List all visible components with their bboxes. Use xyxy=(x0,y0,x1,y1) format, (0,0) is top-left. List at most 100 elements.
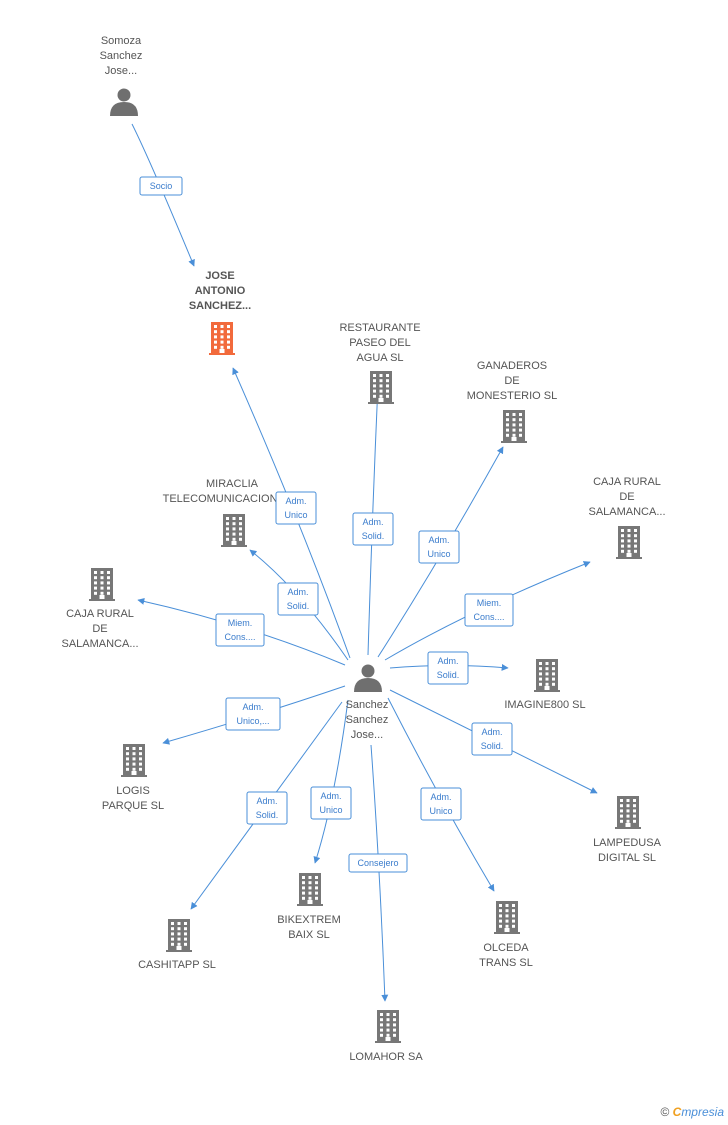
edge-label-box xyxy=(427,651,469,685)
edge-label-text: Miem. xyxy=(477,598,502,608)
node-label: DE xyxy=(619,491,634,503)
edge-label-box xyxy=(215,613,265,647)
node-label: AGUA SL xyxy=(356,352,403,364)
edge-label-box xyxy=(471,722,513,756)
building-icon xyxy=(166,919,192,952)
node-cashitapp[interactable]: CASHITAPP SL xyxy=(138,919,216,971)
edge-label-caja_left[interactable]: Miem.Cons.... xyxy=(215,613,265,647)
edge-label-text: Adm. xyxy=(256,796,277,806)
building-icon xyxy=(89,568,115,601)
node-lomahor[interactable]: LOMAHOR SA xyxy=(349,1010,423,1063)
edge-label-text: Unico,... xyxy=(236,716,269,726)
edge-label-miraclia[interactable]: Adm. Solid. xyxy=(277,582,319,616)
node-somoza[interactable]: SomozaSanchezJose... xyxy=(100,35,143,116)
node-label: Jose... xyxy=(351,729,383,741)
node-label: Sanchez xyxy=(346,714,389,726)
edge-label-text: Adm. xyxy=(428,535,449,545)
edge-label-olceda[interactable]: Adm. Unico xyxy=(420,787,462,821)
edge-label-text: Cons.... xyxy=(224,632,255,642)
edge-label-text: Adm. xyxy=(285,496,306,506)
node-caja_left[interactable]: CAJA RURALDESALAMANCA... xyxy=(61,568,139,650)
edge-label-text: Adm. xyxy=(287,587,308,597)
edge-label-text: Adm. xyxy=(320,791,341,801)
building-icon xyxy=(494,901,520,934)
node-sanchez[interactable]: SanchezSanchezJose... xyxy=(346,664,389,742)
node-label: MIRACLIA xyxy=(206,478,259,490)
node-label: Jose... xyxy=(105,65,137,77)
edge-sanchez-to-bikextrem xyxy=(313,699,349,864)
node-bikextrem[interactable]: BIKEXTREM BAIX SL xyxy=(277,873,341,941)
edge-label-text: Adm. xyxy=(481,727,502,737)
edge-label-jose_antonio[interactable]: Adm. Unico xyxy=(275,491,317,525)
edge-label-box xyxy=(246,791,288,825)
edge-label-lomahor[interactable]: Consejero xyxy=(348,853,408,873)
node-imagine800[interactable]: IMAGINE800 SL xyxy=(504,659,586,711)
edge-labels-layer: SocioAdm.UnicoAdm.Solid.Adm.UnicoAdm.Sol… xyxy=(139,176,514,873)
node-label: TRANS SL xyxy=(479,957,533,969)
edge-label-text: Unico xyxy=(427,549,450,559)
building-icon xyxy=(534,659,560,692)
node-label: Somoza xyxy=(101,35,142,47)
node-label: OLCEDA xyxy=(483,942,529,954)
building-icon xyxy=(297,873,323,906)
node-label: LOGIS xyxy=(116,785,150,797)
edge-label-caja_right[interactable]: Miem. Cons.... xyxy=(464,593,514,627)
brand-logo-text: mpresia xyxy=(681,1105,724,1119)
edge-label-text: Cons.... xyxy=(473,612,504,622)
brand-footer[interactable]: © Cmpresia xyxy=(660,1105,724,1119)
edge-label-text: Unico xyxy=(429,806,452,816)
edge-label-text: Solid. xyxy=(287,601,310,611)
edge-label-box xyxy=(225,697,281,731)
node-label: DE xyxy=(504,375,519,387)
edge-label-box xyxy=(420,787,462,821)
person-icon xyxy=(354,664,382,692)
node-label: DE xyxy=(92,623,107,635)
node-olceda[interactable]: OLCEDA TRANS SL xyxy=(479,901,533,969)
edge-label-text: Adm. xyxy=(430,792,451,802)
edge-label-text: Unico xyxy=(284,510,307,520)
brand-logo-initial: C xyxy=(672,1105,682,1119)
edge-label-box xyxy=(464,593,514,627)
node-jose_antonio[interactable]: JOSEANTONIOSANCHEZ... xyxy=(189,270,251,355)
building-icon xyxy=(501,410,527,443)
node-label: GANADEROS xyxy=(477,360,547,372)
edge-label-text: Unico xyxy=(319,805,342,815)
node-label: DIGITAL SL xyxy=(598,852,656,864)
edge-label-bikextrem[interactable]: Adm. Unico xyxy=(310,786,352,820)
node-label: LAMPEDUSA xyxy=(593,837,662,849)
node-label: LOMAHOR SA xyxy=(349,1051,423,1063)
edge-label-text: Adm. xyxy=(362,517,383,527)
edge-label-cashitapp[interactable]: Adm.Solid. xyxy=(246,791,288,825)
edge-label-box xyxy=(277,582,319,616)
node-label: ANTONIO xyxy=(195,285,246,297)
node-lampedusa[interactable]: LAMPEDUSA DIGITAL SL xyxy=(593,796,662,864)
edge-label-box xyxy=(139,176,183,196)
edge-label-text: Socio xyxy=(150,181,173,191)
edge-label-text: Adm. xyxy=(242,702,263,712)
edge-label-box xyxy=(348,853,408,873)
building-icon xyxy=(616,526,642,559)
building-icon xyxy=(375,1010,401,1043)
copyright-symbol: © xyxy=(660,1105,670,1119)
node-label: SALAMANCA... xyxy=(588,506,665,518)
edge-label-jose_antonio[interactable]: Socio xyxy=(139,176,183,196)
node-miraclia[interactable]: MIRACLIATELECOMUNICACIONES... xyxy=(163,478,302,547)
node-caja_right[interactable]: CAJA RURALDESALAMANCA... xyxy=(588,476,666,559)
node-label: BAIX SL xyxy=(288,929,330,941)
node-label: IMAGINE800 SL xyxy=(504,699,585,711)
node-label: BIKEXTREM xyxy=(277,914,341,926)
nodes-layer: SomozaSanchezJose...JOSEANTONIOSANCHEZ..… xyxy=(61,35,665,1063)
edge-label-box xyxy=(275,491,317,525)
edge-label-imagine800[interactable]: Adm.Solid. xyxy=(427,651,469,685)
edge-label-ganaderos[interactable]: Adm. Unico xyxy=(418,530,460,564)
edge-label-box xyxy=(418,530,460,564)
edge-label-lampedusa[interactable]: Adm.Solid. xyxy=(471,722,513,756)
node-logis[interactable]: LOGIS PARQUE SL xyxy=(102,744,164,812)
node-label: PARQUE SL xyxy=(102,800,164,812)
edge-label-restaurante[interactable]: Adm.Solid. xyxy=(352,512,394,546)
edge-sanchez-to-lomahor xyxy=(370,744,389,1002)
edge-label-logis[interactable]: Adm. Unico,... xyxy=(225,697,281,731)
